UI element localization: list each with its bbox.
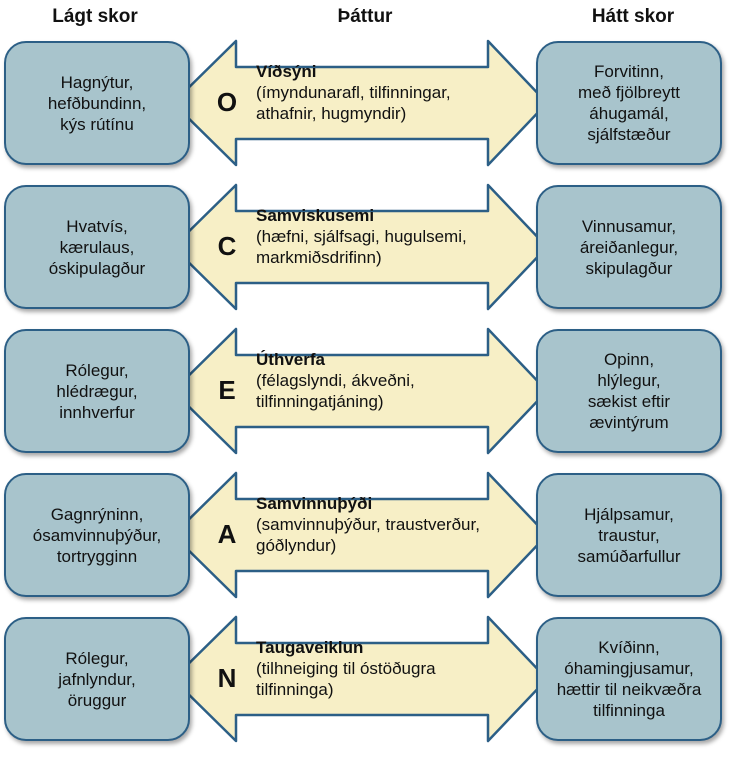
- factor-name: Taugaveiklun: [256, 638, 364, 657]
- trait-row-neuroticism: Rólegur, jafnlyndur, öruggur N Taugaveik…: [0, 615, 731, 743]
- low-score-text: Rólegur, hlédrægur, innhverfur: [56, 360, 138, 422]
- trait-letter: C: [217, 231, 237, 261]
- factor-description: (ímyndunarafl, tilfinningar, athafnir, h…: [256, 83, 451, 123]
- high-score-text: Opinn, hlýlegur, sækist eftir ævintýrum: [587, 350, 671, 432]
- trait-row-conscientiousness: Hvatvís, kærulaus, óskipulagður C Samvis…: [0, 183, 731, 311]
- factor-description: (samvinnuþýður, traustverður, góðlyndur): [256, 515, 480, 555]
- factor-description: (félagslyndi, ákveðni, tilfinningatjánin…: [256, 371, 415, 411]
- low-score-box: Rólegur, hlédrægur, innhverfur: [4, 329, 190, 453]
- high-score-text: Kvíðinn, óhamingjusamur, hættir til neik…: [556, 638, 702, 720]
- high-score-box: Hjálpsamur, traustur, samúðarfullur: [536, 473, 722, 597]
- high-score-text: Forvitinn, með fjölbreytt áhugamál, sjál…: [577, 62, 681, 144]
- low-score-text: Rólegur, jafnlyndur, öruggur: [58, 648, 136, 710]
- low-score-box: Hagnýtur, hefðbundinn, kýs rútínu: [4, 41, 190, 165]
- trait-row-agreeableness: Gagnrýninn, ósamvinnuþýður, tortrygginn …: [0, 471, 731, 599]
- low-score-text: Hagnýtur, hefðbundinn, kýs rútínu: [47, 72, 147, 134]
- trait-row-openness: Hagnýtur, hefðbundinn, kýs rútínu O Víðs…: [0, 39, 731, 167]
- factor-name: Samviskusemi: [256, 206, 375, 225]
- factor-label: Taugaveiklun (tilhneiging til óstöðugra …: [256, 637, 526, 700]
- trait-letter: N: [217, 663, 237, 693]
- factor-name: Samvinnuþýði: [256, 494, 373, 513]
- trait-row-extraversion: Rólegur, hlédrægur, innhverfur E Úthverf…: [0, 327, 731, 455]
- high-score-text: Hjálpsamur, traustur, samúðarfullur: [577, 504, 681, 566]
- factor-name: Úthverfa: [256, 350, 325, 369]
- header-high-score: Hátt skor: [591, 6, 675, 27]
- high-score-box: Kvíðinn, óhamingjusamur, hættir til neik…: [536, 617, 722, 741]
- trait-letter: O: [216, 87, 238, 117]
- high-score-box: Vinnusamur, áreiðanlegur, skipulagður: [536, 185, 722, 309]
- factor-label: Úthverfa (félagslyndi, ákveðni, tilfinni…: [256, 349, 526, 412]
- low-score-text: Hvatvís, kærulaus, óskipulagður: [48, 216, 146, 278]
- factor-name: Víðsýni: [256, 62, 317, 81]
- factor-description: (tilhneiging til óstöðugra tilfinninga): [256, 659, 436, 699]
- factor-label: Samvinnuþýði (samvinnuþýður, traustverðu…: [256, 493, 526, 556]
- high-score-text: Vinnusamur, áreiðanlegur, skipulagður: [579, 216, 679, 278]
- factor-label: Samviskusemi (hæfni, sjálfsagi, hugulsem…: [256, 205, 526, 268]
- factor-description: (hæfni, sjálfsagi, hugulsemi, markmiðsdr…: [256, 227, 467, 267]
- low-score-box: Hvatvís, kærulaus, óskipulagður: [4, 185, 190, 309]
- factor-label: Víðsýni (ímyndunarafl, tilfinningar, ath…: [256, 61, 526, 124]
- high-score-box: Opinn, hlýlegur, sækist eftir ævintýrum: [536, 329, 722, 453]
- low-score-text: Gagnrýninn, ósamvinnuþýður, tortrygginn: [32, 504, 162, 566]
- trait-letter: E: [218, 375, 236, 405]
- low-score-box: Gagnrýninn, ósamvinnuþýður, tortrygginn: [4, 473, 190, 597]
- header-low-score: Lágt skor: [52, 6, 138, 27]
- high-score-box: Forvitinn, með fjölbreytt áhugamál, sjál…: [536, 41, 722, 165]
- header-factor: Þáttur: [337, 6, 393, 27]
- low-score-box: Rólegur, jafnlyndur, öruggur: [4, 617, 190, 741]
- trait-letter: A: [217, 519, 237, 549]
